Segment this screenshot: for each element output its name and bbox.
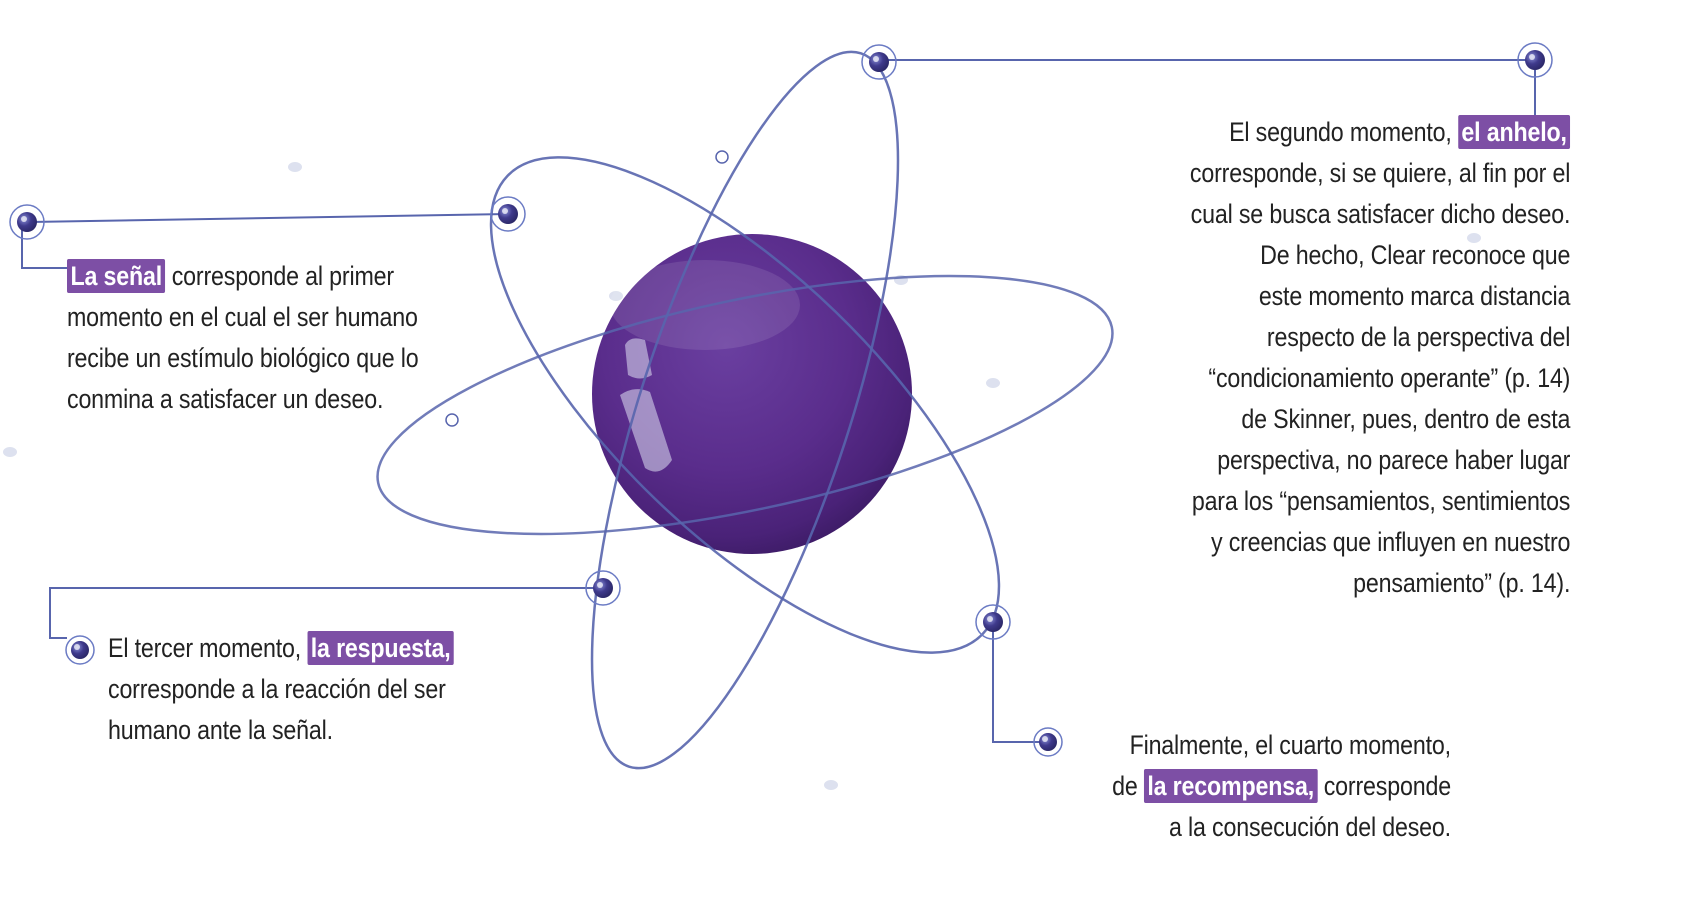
anhelo-text-line: corresponde, si se quiere, al fin por el	[1189, 158, 1571, 188]
respuesta-text-line: humano ante la señal.	[108, 715, 333, 745]
anhelo-text-line: este momento marca distancia	[1258, 281, 1571, 311]
senal-text-line: recibe un estímulo biológico que lo	[67, 343, 419, 373]
anhelo-text-line: de Skinner, pues, dentro de esta	[1241, 404, 1570, 434]
anhelo-text-line: respecto de la perspectiva del	[1266, 322, 1571, 352]
anhelo-highlight: el anhelo,	[1457, 115, 1570, 149]
orbit-diagonal	[489, 156, 1001, 654]
senal-text-line: conmina a satisfacer un deseo.	[67, 384, 384, 414]
anhelo-text-line: De hecho, Clear reconoce que	[1259, 240, 1570, 270]
senal-line-1: La señal corresponde al primer	[67, 256, 419, 297]
node-orbit-bottom-left	[585, 570, 621, 606]
connector-lines	[21, 59, 1536, 743]
respuesta-prefix: El tercer momento,	[108, 633, 308, 663]
anhelo-text-block: El segundo momento, el anhelo, correspon…	[1190, 112, 1570, 604]
recompensa-suffix: corresponde	[1317, 771, 1451, 801]
respuesta-line-1: El tercer momento, la respuesta,	[108, 628, 454, 669]
anhelo-text-line: “condicionamiento operante” (p. 14)	[1208, 363, 1570, 393]
node-top-right	[1517, 42, 1553, 78]
senal-text-line: momento en el cual el ser humano	[67, 302, 418, 332]
node-orbit-top	[861, 44, 897, 80]
anhelo-line-1: El segundo momento, el anhelo,	[1190, 112, 1570, 153]
senal-text-line: corresponde al primer	[165, 261, 394, 291]
recompensa-prefix: de	[1112, 771, 1144, 801]
anhelo-text-line: perspectiva, no parece haber lugar	[1216, 445, 1570, 475]
anhelo-prefix: El segundo momento,	[1228, 117, 1458, 147]
orbits	[376, 50, 1114, 770]
respuesta-highlight: la respuesta,	[307, 631, 454, 665]
node-bottom-left	[65, 635, 95, 665]
node-top-left	[9, 204, 45, 240]
senal-text-block: La señal corresponde al primer momento e…	[67, 256, 419, 420]
recompensa-text-line: Finalmente, el cuarto momento,	[1129, 730, 1452, 760]
anhelo-text-line: y creencias que influyen en nuestro	[1210, 527, 1570, 557]
anhelo-text-line: para los “pensamientos, sentimientos	[1191, 486, 1571, 516]
senal-highlight: La señal	[67, 259, 166, 293]
respuesta-text-block: El tercer momento, la respuesta, corresp…	[108, 628, 454, 751]
orbit-markers	[445, 150, 729, 427]
recompensa-highlight: la recompensa,	[1143, 769, 1318, 803]
orbit-steep	[590, 50, 900, 770]
recompensa-text-line: a la consecución del deseo.	[1169, 812, 1451, 842]
node-orbit-bottom-right	[975, 604, 1011, 640]
node-orbit-left	[490, 196, 526, 232]
respuesta-text-line: corresponde a la reacción del ser	[108, 674, 446, 704]
anhelo-text-line: pensamiento” (p. 14).	[1352, 568, 1570, 598]
recompensa-line-2: de la recompensa, corresponde	[1112, 766, 1451, 807]
node-bottom-right	[1033, 727, 1063, 757]
anhelo-text-line: cual se busca satisfacer dicho deseo.	[1190, 199, 1570, 229]
recompensa-text-block: Finalmente, el cuarto momento, de la rec…	[1112, 725, 1451, 848]
orbit-horizontal	[376, 274, 1114, 536]
